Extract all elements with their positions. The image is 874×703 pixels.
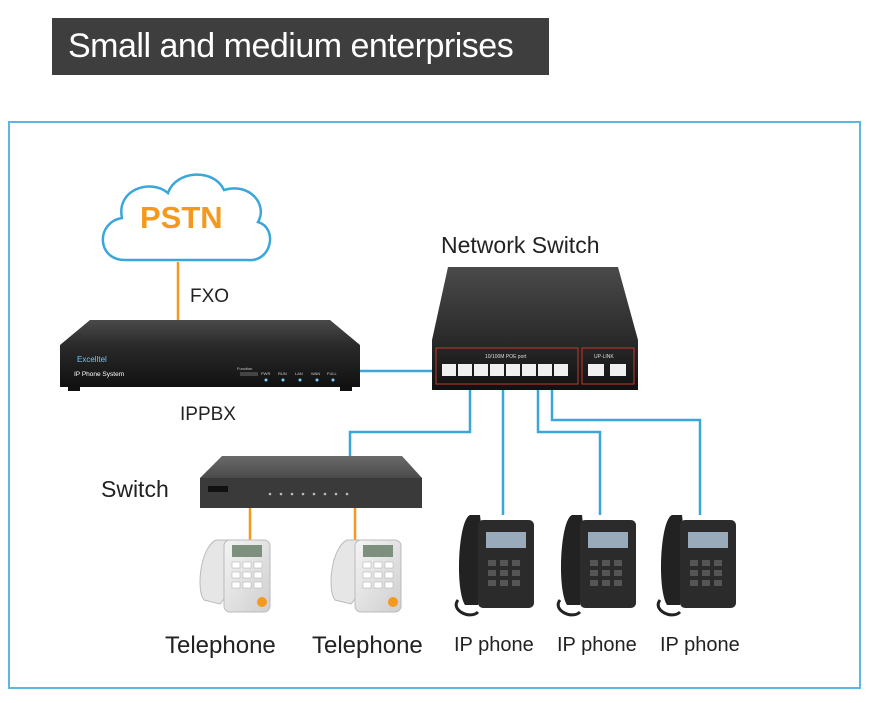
ip-phone-2 bbox=[556, 515, 636, 617]
telephone-1 bbox=[199, 539, 271, 613]
device-label: Telephone bbox=[312, 632, 423, 659]
ippbx-caption: IP Phone System bbox=[74, 371, 124, 378]
page-title: Small and medium enterprises bbox=[52, 18, 549, 75]
network-switch-device bbox=[432, 267, 638, 390]
led-label: FULL bbox=[327, 371, 338, 376]
poe-ports-caption: 10/100M POE port bbox=[485, 354, 527, 360]
uplink-ports bbox=[588, 364, 626, 376]
led-label: LAN bbox=[295, 371, 303, 376]
ip-phone-1 bbox=[454, 515, 534, 617]
device-label: IP phone bbox=[454, 634, 534, 656]
orange-links bbox=[176, 262, 357, 540]
uplink-caption: UP-LINK bbox=[594, 354, 614, 360]
led-label: PWR bbox=[261, 371, 270, 376]
switch-leds bbox=[268, 492, 349, 496]
poe-ports bbox=[442, 364, 568, 376]
diagram-frame bbox=[8, 121, 861, 689]
pstn-cloud bbox=[101, 173, 272, 262]
network-switch-label: Network Switch bbox=[441, 232, 600, 258]
device-label: Telephone bbox=[165, 632, 276, 659]
ippbx-device bbox=[60, 320, 360, 391]
led-label: Function bbox=[237, 366, 252, 371]
device-label: IP phone bbox=[660, 634, 740, 656]
network-switch-to-switch-line bbox=[348, 378, 472, 460]
switch-label: Switch bbox=[101, 476, 169, 502]
network-switch-to-ipphone-2-line bbox=[536, 378, 602, 515]
ippbx-label: IPPBX bbox=[180, 404, 236, 425]
led-label: WAN bbox=[311, 371, 320, 376]
ippbx-brand: Excelltel bbox=[77, 355, 107, 364]
pstn-label: PSTN bbox=[140, 200, 223, 235]
switch-device bbox=[200, 456, 422, 508]
ippbx-led-labels: Function PWR RUN LAN WAN FULL bbox=[237, 366, 338, 376]
fxo-label: FXO bbox=[190, 286, 230, 307]
telephone-2 bbox=[330, 539, 402, 613]
device-label: IP phone bbox=[557, 634, 637, 656]
network-switch-to-ipphone-3-line bbox=[550, 378, 702, 515]
ip-phone-3 bbox=[656, 515, 736, 617]
led-label: RUN bbox=[278, 371, 287, 376]
